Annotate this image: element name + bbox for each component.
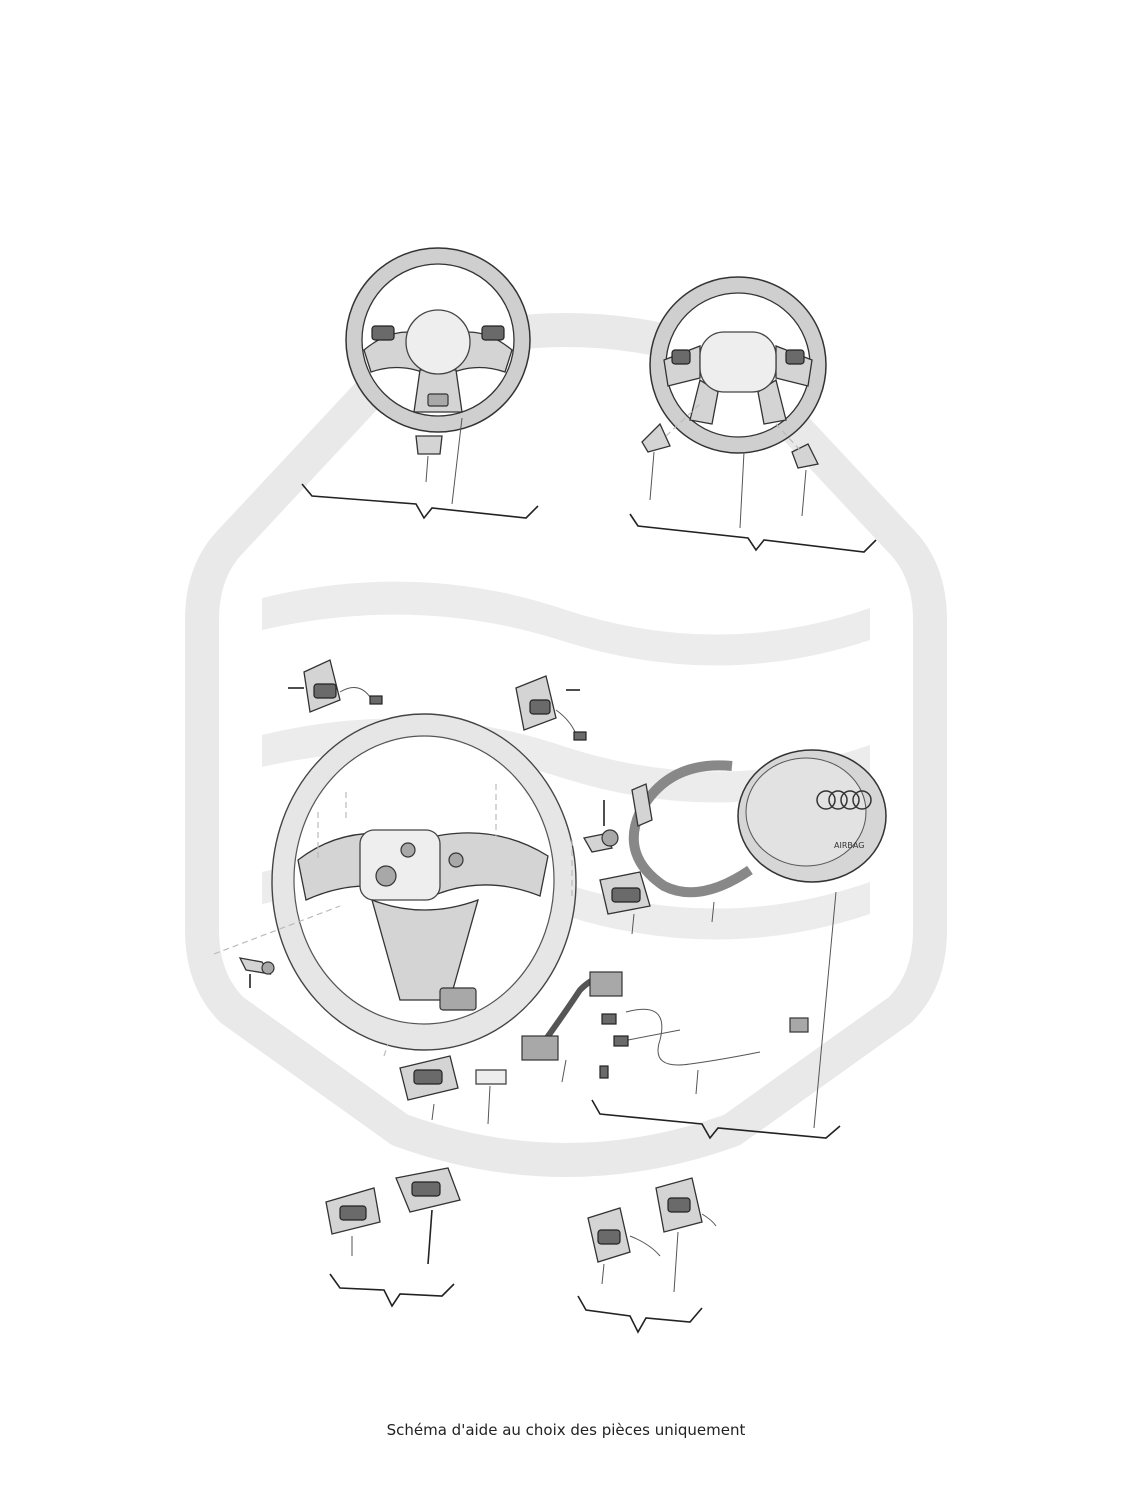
switch-module-left <box>303 659 383 713</box>
switch-pair-right-a <box>587 1207 661 1263</box>
group-bracket <box>577 1295 703 1334</box>
switch-pair-left-b <box>395 1167 461 1213</box>
group-bracket <box>629 513 877 553</box>
switch-pair-right-b <box>655 1177 717 1233</box>
paddle-left <box>641 422 671 453</box>
wiring-harness <box>521 971 809 1079</box>
group-bracket <box>591 1099 841 1140</box>
steering-wheel-3-spoke <box>345 247 531 433</box>
switch-module-side <box>599 871 651 915</box>
airbag-label: AIRBAG <box>834 841 864 850</box>
group-bracket <box>301 483 539 520</box>
group-bracket <box>329 1273 455 1308</box>
trim-ring <box>628 760 753 898</box>
emblem-trim-part <box>415 435 443 455</box>
bolt-right <box>582 829 619 853</box>
switch-module-right <box>515 675 587 741</box>
paddle-right <box>791 443 819 469</box>
brand-watermark-icon <box>185 313 947 1177</box>
airbag-module: AIRBAG <box>737 749 887 883</box>
caption: Schéma d'aide au choix des pièces unique… <box>386 1421 746 1439</box>
steering-wheel-4-spoke <box>649 276 827 454</box>
switch-pair-left-a <box>325 1187 381 1235</box>
bolt-left <box>238 957 275 975</box>
label-plate <box>475 1069 507 1085</box>
main-steering-wheel <box>271 713 577 1051</box>
switch-module-lower-left <box>399 1055 459 1101</box>
